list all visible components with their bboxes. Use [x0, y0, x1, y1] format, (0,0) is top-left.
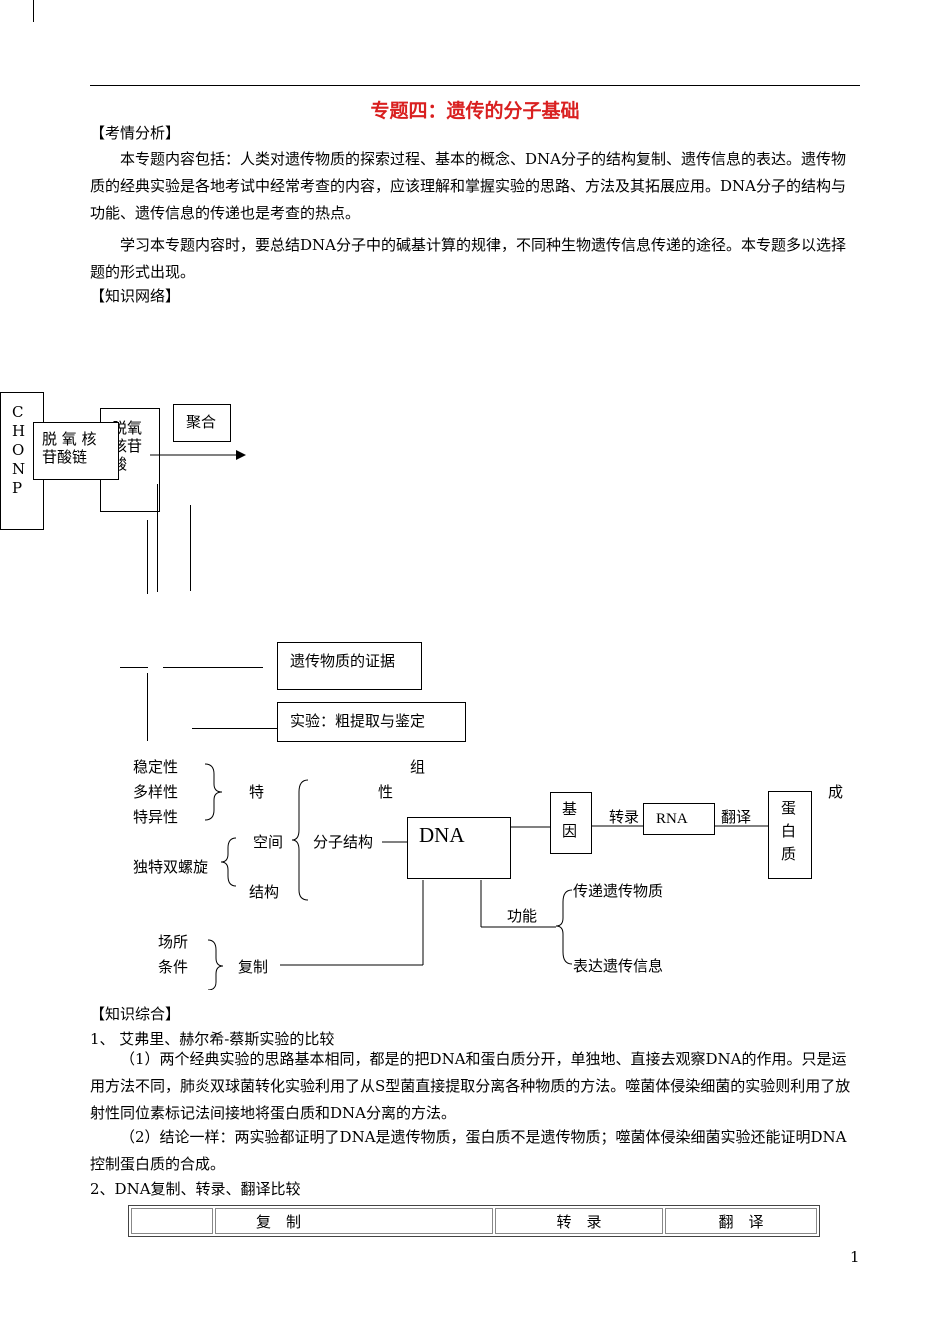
experiment-box	[277, 702, 466, 742]
braces-and-connectors	[204, 763, 768, 990]
analysis-paragraph-2: 学习本专题内容时，要总结DNA分子中的碱基计算的规律，不同种生物遗传信息传递的途…	[90, 236, 846, 281]
network-heading: 【知识网络】	[90, 287, 181, 305]
table-header-cell: 复 制	[215, 1208, 493, 1234]
header-rule	[90, 85, 860, 86]
traits-label: 特	[249, 783, 265, 801]
double-helix-label: 独特双螺旋	[133, 858, 209, 876]
item1-title: 1、 艾弗里、赫尔希-蔡斯实验的比较	[90, 1030, 335, 1048]
dna-label: DNA	[419, 823, 465, 847]
connector-line	[190, 505, 191, 591]
evidence-box	[277, 642, 422, 690]
page-number: 1	[850, 1248, 860, 1266]
gene-box	[550, 792, 592, 854]
table-header-row: 复 制 转 录 翻 译	[131, 1208, 817, 1234]
mol-structure-label: 分子结构	[313, 833, 374, 851]
table-header-cell: 转 录	[495, 1208, 663, 1234]
connector-line	[120, 667, 148, 668]
compose-label-1: 组	[410, 758, 426, 776]
page-title: 专题四：遗传的分子基础	[370, 100, 580, 122]
element-h: H	[12, 422, 26, 440]
polymerize-arrow	[150, 450, 246, 460]
connector-line	[157, 484, 158, 592]
rna-label: RNA	[656, 811, 688, 827]
connector-line	[192, 728, 278, 729]
translation-label: 翻译	[721, 808, 752, 826]
dna-box	[407, 817, 511, 879]
evidence-label: 遗传物质的证据	[290, 652, 396, 670]
traits-label-2: 性	[378, 783, 394, 801]
polymerize-label: 聚合	[186, 413, 217, 431]
deoxy-chain-label: 脱 氧 核 苷酸链	[42, 430, 97, 466]
connector-line	[163, 667, 263, 668]
space-label: 空间	[253, 833, 284, 851]
express-label: 表达遗传信息	[573, 957, 664, 975]
connector-line	[147, 520, 148, 594]
comparison-table: 复 制 转 录 翻 译	[128, 1205, 820, 1237]
synthesis-heading: 【知识综合】	[90, 1005, 181, 1023]
deoxy-chain-box	[33, 422, 119, 480]
replication-label: 复制	[238, 958, 269, 976]
transmit-label: 传递遗传物质	[573, 882, 664, 900]
experiment-label: 实验：粗提取与鉴定	[290, 712, 426, 730]
diversity-label: 多样性	[133, 783, 179, 801]
place-label: 场所	[158, 933, 189, 951]
transcription-label: 转录	[609, 808, 640, 826]
item1-paragraph-1: （1）两个经典实验的思路基本相同，都是的把DNA和蛋白质分开，单独地、直接去观察…	[90, 1050, 851, 1122]
table-header-cell: 翻 译	[665, 1208, 817, 1234]
gene-label: 基因	[562, 800, 578, 840]
margin-mark	[33, 0, 34, 22]
analysis-heading: 【考情分析】	[90, 124, 181, 142]
rna-box	[643, 803, 715, 835]
table-header-cell	[131, 1208, 213, 1234]
element-n: N	[12, 460, 26, 478]
connector-line	[147, 673, 148, 741]
analysis-paragraph-1: 本专题内容包括：人类对遗传物质的探索过程、基本的概念、DNA分子的结构复制、遗传…	[90, 150, 846, 222]
polymerize-box	[173, 404, 231, 442]
compose-label-2: 成	[828, 783, 844, 801]
stability-label: 稳定性	[133, 758, 179, 776]
specificity-label: 特异性	[133, 808, 179, 826]
item1-paragraph-2: （2）结论一样：两实验都证明了DNA是遗传物质，蛋白质不是遗传物质；噬菌体侵染细…	[90, 1128, 847, 1173]
structure-label: 结构	[249, 883, 280, 901]
condition-label: 条件	[158, 958, 189, 976]
item2-title: 2、DNA复制、转录、翻译比较	[90, 1180, 301, 1198]
protein-label: 蛋白质	[781, 799, 797, 863]
protein-box	[768, 791, 812, 879]
function-label: 功能	[507, 907, 538, 925]
element-p: P	[12, 479, 23, 497]
element-o: O	[12, 441, 25, 459]
element-c: C	[12, 403, 24, 421]
